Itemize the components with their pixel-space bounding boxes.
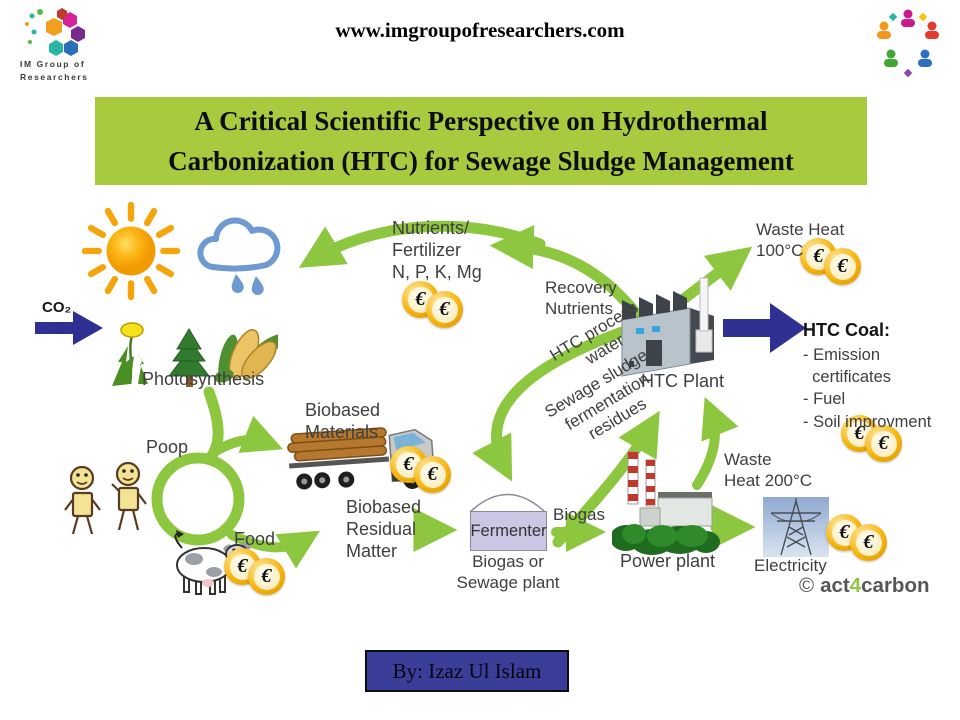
flow-htc-process-water: [472, 326, 628, 482]
act4carbon-logo: ©act4carbon: [799, 574, 930, 598]
euro-symbol: €: [829, 253, 856, 280]
biogas-label: Biogas: [553, 505, 605, 524]
htc-coal-title: HTC Coal:: [803, 320, 890, 340]
euro-coin: €: [248, 558, 285, 595]
pine-tree-icon: [167, 328, 211, 387]
euro-coins-waste-heat-100: € €: [800, 238, 861, 285]
co2-label: CO₂: [42, 299, 72, 316]
photosynthesis-plants-icon: [112, 322, 278, 387]
act4carbon-act: act: [820, 574, 850, 597]
flow-waste-heat-100: [679, 246, 753, 304]
fermenter-box: Fermenter: [470, 511, 547, 551]
waste-heat-200-label: Waste Heat 200°C: [724, 450, 813, 490]
sun-icon: [82, 202, 180, 300]
fermenter-sub-label: Biogas or Sewage plant: [456, 552, 560, 592]
slide-title: A Critical Scientific Perspective on Hyd…: [95, 97, 867, 185]
people-icon: [64, 462, 147, 535]
euro-symbol: €: [419, 461, 446, 488]
photosynthesis-label: Photosynthesis: [142, 369, 265, 389]
euro-coins-nutrients: € €: [402, 281, 463, 328]
act4carbon-4: 4: [849, 574, 862, 597]
htc-coal-items: - Emission certificates - Fuel - Soil im…: [803, 345, 932, 431]
flow-poop-food-loop: [151, 452, 245, 546]
chimney-1: [627, 451, 639, 505]
htc-plant-label: HTC Plant: [641, 371, 725, 391]
htc-coal-arrow: [723, 303, 806, 353]
euro-coins-biobased-materials: € €: [390, 446, 451, 493]
electricity-pylon-icon: [763, 497, 829, 557]
poop-label: Poop: [146, 437, 189, 457]
euro-coins-htc-coal: € €: [841, 415, 902, 462]
euro-coin: €: [850, 524, 887, 561]
chimney-2: [645, 459, 656, 507]
euro-coin: €: [426, 291, 463, 328]
person-2: [111, 462, 147, 531]
co2-arrow: [35, 311, 103, 345]
euro-symbol: €: [855, 529, 882, 556]
fermenter-dome: [469, 493, 546, 513]
htc-plant-icon: [621, 277, 714, 377]
power-plant-icon: [612, 451, 720, 555]
act4carbon-carbon: carbon: [861, 574, 930, 597]
htc-coal-block: HTC Coal: - Emission certificates - Fuel…: [803, 320, 931, 433]
author-box: By: Izaz Ul Islam: [365, 650, 569, 692]
rain-cloud-icon: [197, 217, 281, 295]
im-group-logo-text: IM Group of Researchers: [20, 59, 89, 82]
food-label: Food: [234, 529, 276, 549]
euro-coins-food: € €: [224, 548, 285, 595]
dandelion-icon: [112, 322, 148, 386]
review-hub-logo: REVIEW HUB Research & Development: [858, 6, 958, 88]
nutrients-fertilizer-label: Nutrients/ Fertilizer N, P, K, Mg: [392, 218, 482, 282]
euro-symbol: €: [253, 563, 280, 590]
person-1: [64, 465, 101, 535]
biobased-materials-label: Biobased Materials: [305, 400, 381, 442]
flow-waste-heat-200: [692, 397, 739, 490]
power-plant-label: Power plant: [620, 551, 716, 571]
im-group-logo-icon: [25, 8, 85, 56]
biobased-residual-label: Biobased Residual Matter: [346, 497, 422, 561]
flow-fertilizer-to-field: [298, 220, 546, 268]
flow-to-biobased-materials: [209, 415, 284, 457]
corn-icon: [214, 329, 278, 383]
electricity-label: Electricity: [754, 556, 827, 575]
flow-to-biobased-residual: [227, 530, 321, 569]
euro-coin: €: [824, 248, 861, 285]
website-url: www.imgroupofresearchers.com: [335, 18, 625, 42]
euro-symbol: €: [870, 430, 897, 457]
euro-coin: €: [414, 456, 451, 493]
euro-coins-electricity: € €: [826, 514, 887, 561]
recovery-nutrients-label: Recovery Nutrients: [545, 278, 617, 318]
review-hub-logo-icon: [877, 9, 939, 78]
euro-symbol: €: [431, 296, 458, 323]
waste-heat-100-label: Waste Heat 100°C: [756, 220, 845, 260]
euro-coin: €: [865, 425, 902, 462]
copyright-symbol: ©: [799, 574, 815, 597]
